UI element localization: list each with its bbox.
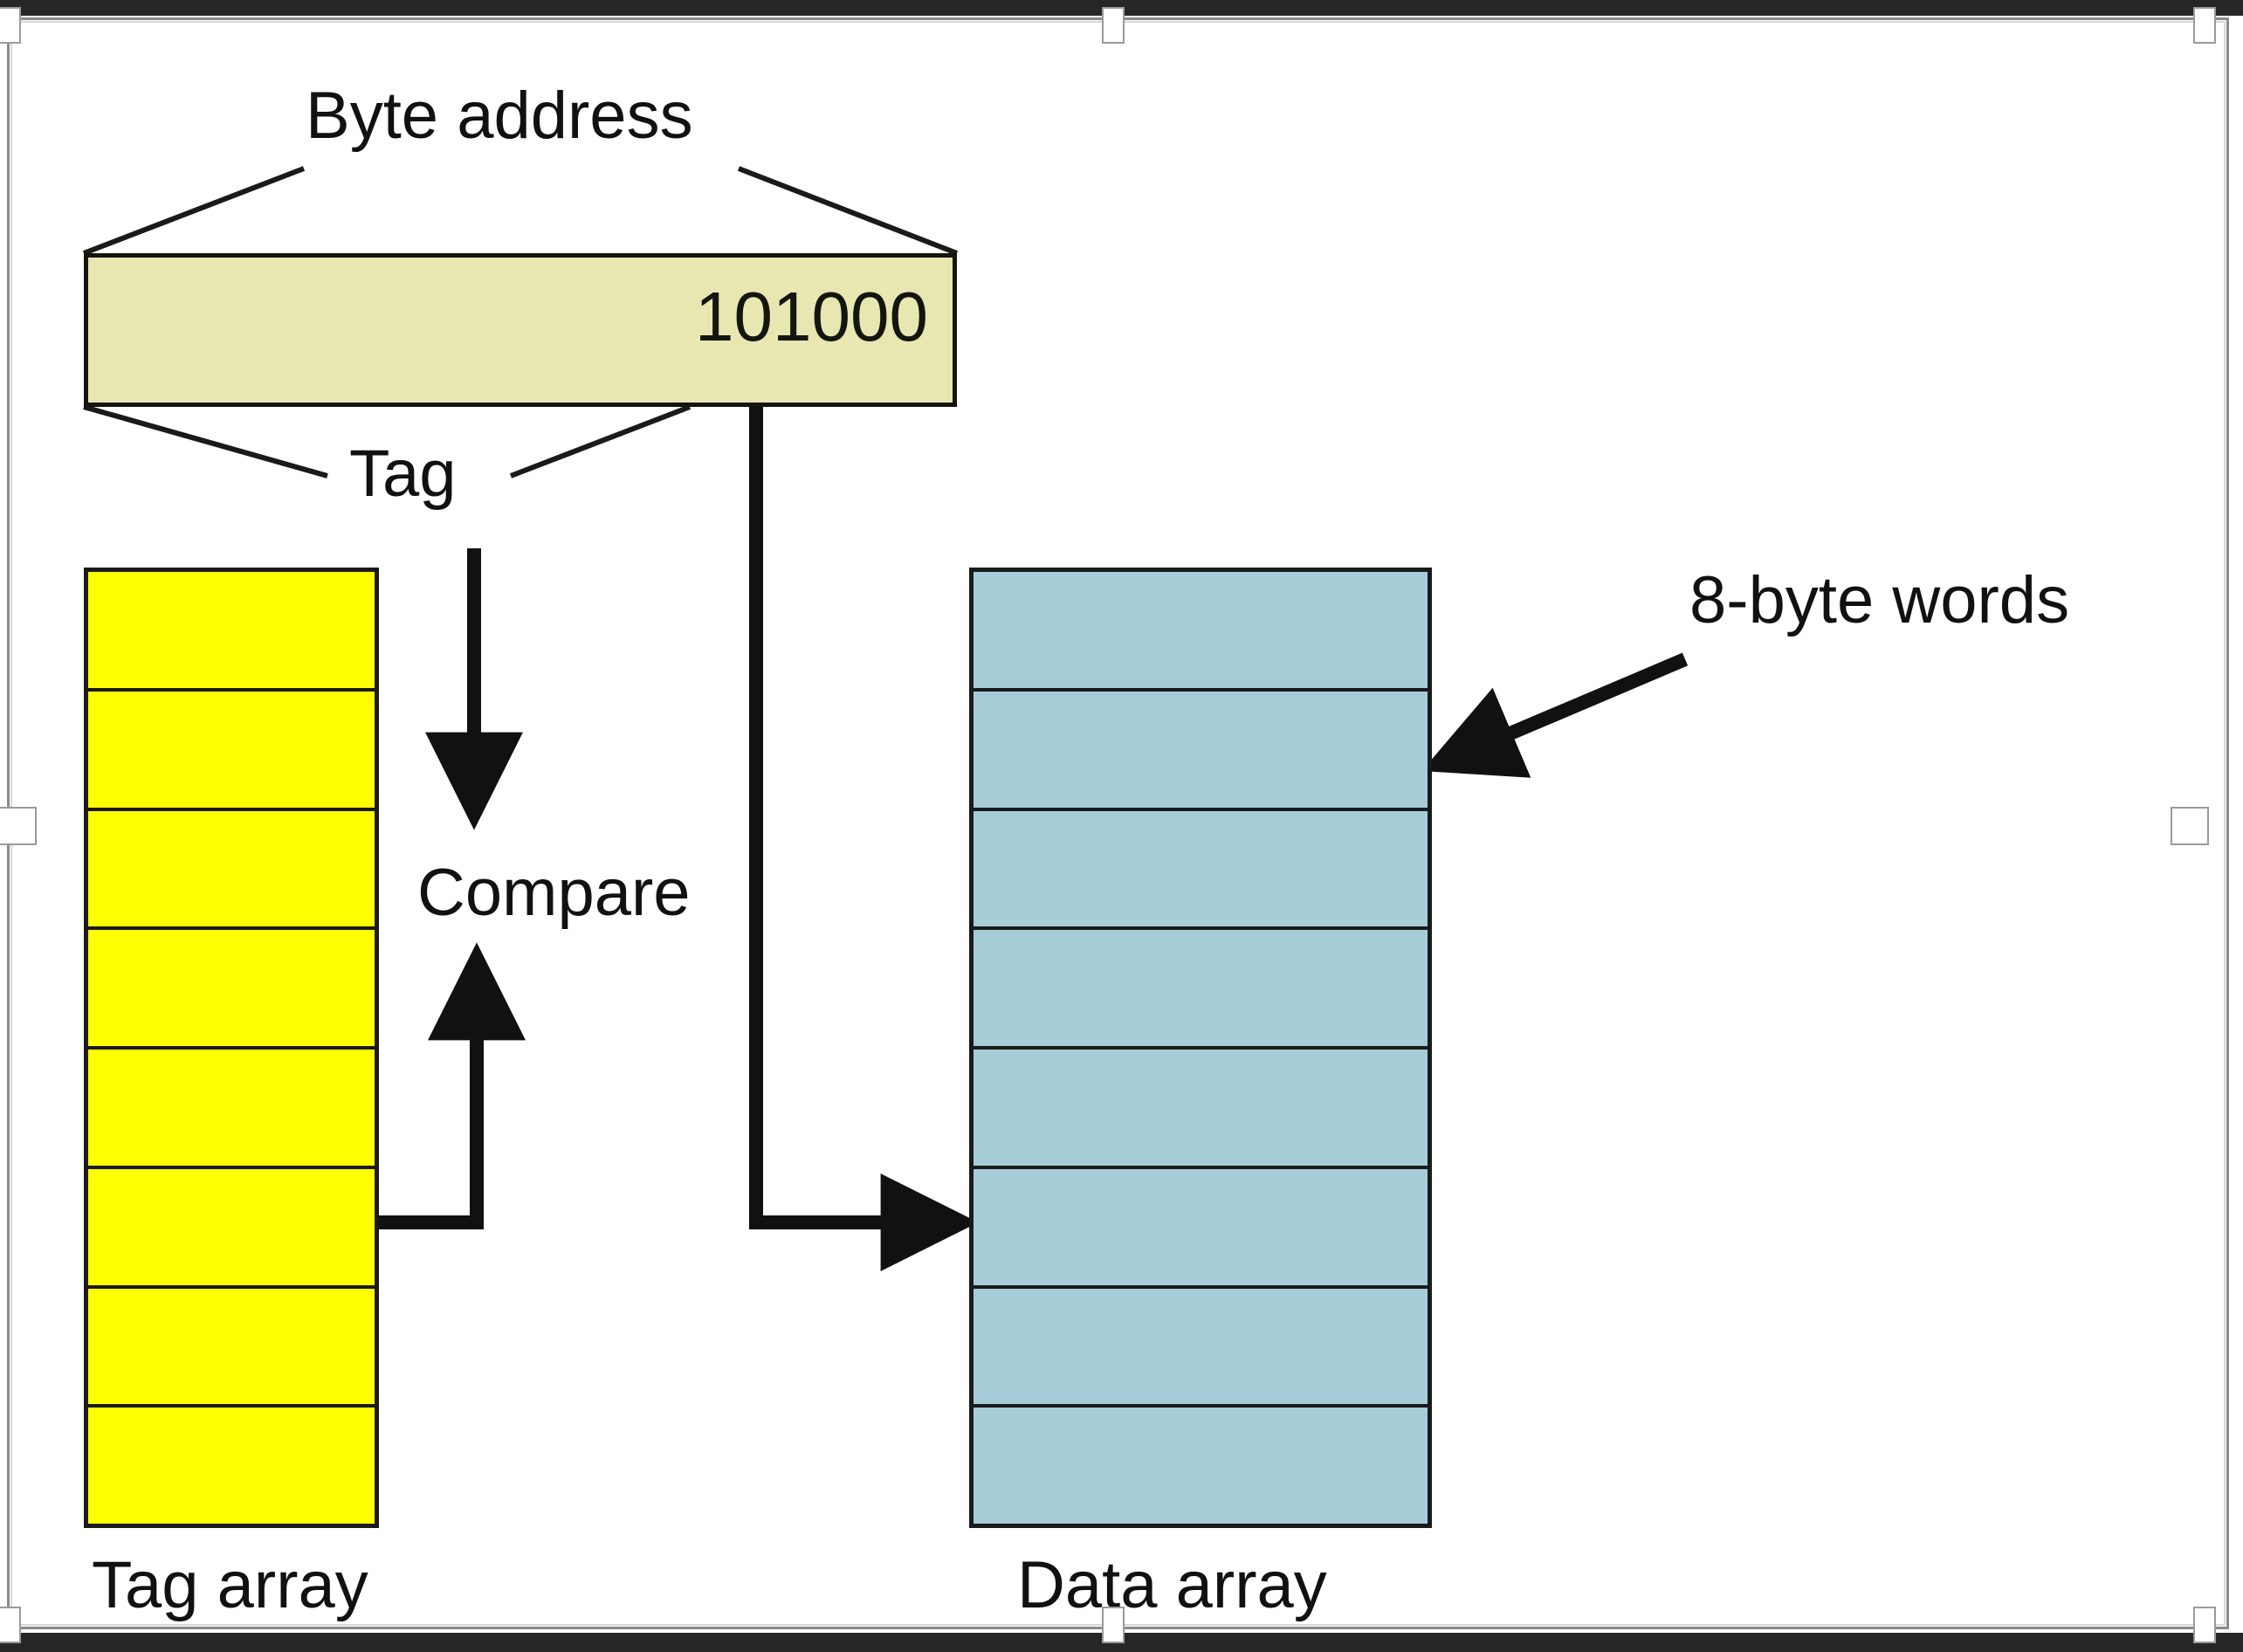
tag-array-cell xyxy=(88,930,375,1050)
data-array-cell xyxy=(974,1288,1428,1408)
data-array-cell xyxy=(974,1050,1428,1169)
selection-handle-middle-right[interactable] xyxy=(2171,807,2209,845)
selection-handle-bottom-left[interactable] xyxy=(0,1607,21,1643)
data-array xyxy=(969,568,1432,1528)
tag-array xyxy=(84,568,379,1528)
data-array-cell xyxy=(974,810,1428,931)
tag-array-cell xyxy=(88,1050,375,1169)
tag-array-cell xyxy=(88,810,375,931)
selection-handle-middle-left[interactable] xyxy=(0,807,37,845)
data-array-cell xyxy=(974,1168,1428,1289)
tagarray-to-compare-arrow xyxy=(379,942,526,1229)
eight-byte-words-label: 8-byte words xyxy=(1689,563,2070,637)
tag-array-cell xyxy=(88,691,375,811)
data-array-cell xyxy=(974,572,1428,692)
data-array-cell xyxy=(974,1408,1428,1524)
tag-brace-left xyxy=(83,404,328,478)
data-array-cell xyxy=(974,691,1428,811)
byte-address-brace-left xyxy=(82,166,306,256)
tag-array-cell xyxy=(88,1168,375,1289)
tag-array-label: Tag array xyxy=(92,1548,368,1622)
tag-array-cell xyxy=(88,1408,375,1524)
selection-handle-bottom-right[interactable] xyxy=(2193,1607,2216,1643)
selection-handle-top-left[interactable] xyxy=(0,7,21,44)
eight-byte-words-callout-arrow xyxy=(1421,652,1689,778)
tag-array-cell xyxy=(88,1288,375,1408)
address-register-box: 101000 xyxy=(84,253,957,407)
selection-handle-bottom-center[interactable] xyxy=(1102,1607,1125,1643)
selection-handle-top-center[interactable] xyxy=(1102,7,1125,44)
tag-array-cell xyxy=(88,572,375,692)
data-array-label: Data array xyxy=(1017,1548,1327,1622)
data-array-cell xyxy=(974,930,1428,1050)
address-value: 101000 xyxy=(695,278,928,355)
selection-handle-top-right[interactable] xyxy=(2193,7,2216,44)
byte-address-label: Byte address xyxy=(306,79,693,153)
tag-field-label: Tag xyxy=(349,437,457,511)
tag-brace-right xyxy=(509,404,691,478)
compare-label: Compare xyxy=(417,856,691,930)
byte-address-brace-right xyxy=(737,166,959,256)
index-to-data-array-arrow xyxy=(749,384,979,1271)
